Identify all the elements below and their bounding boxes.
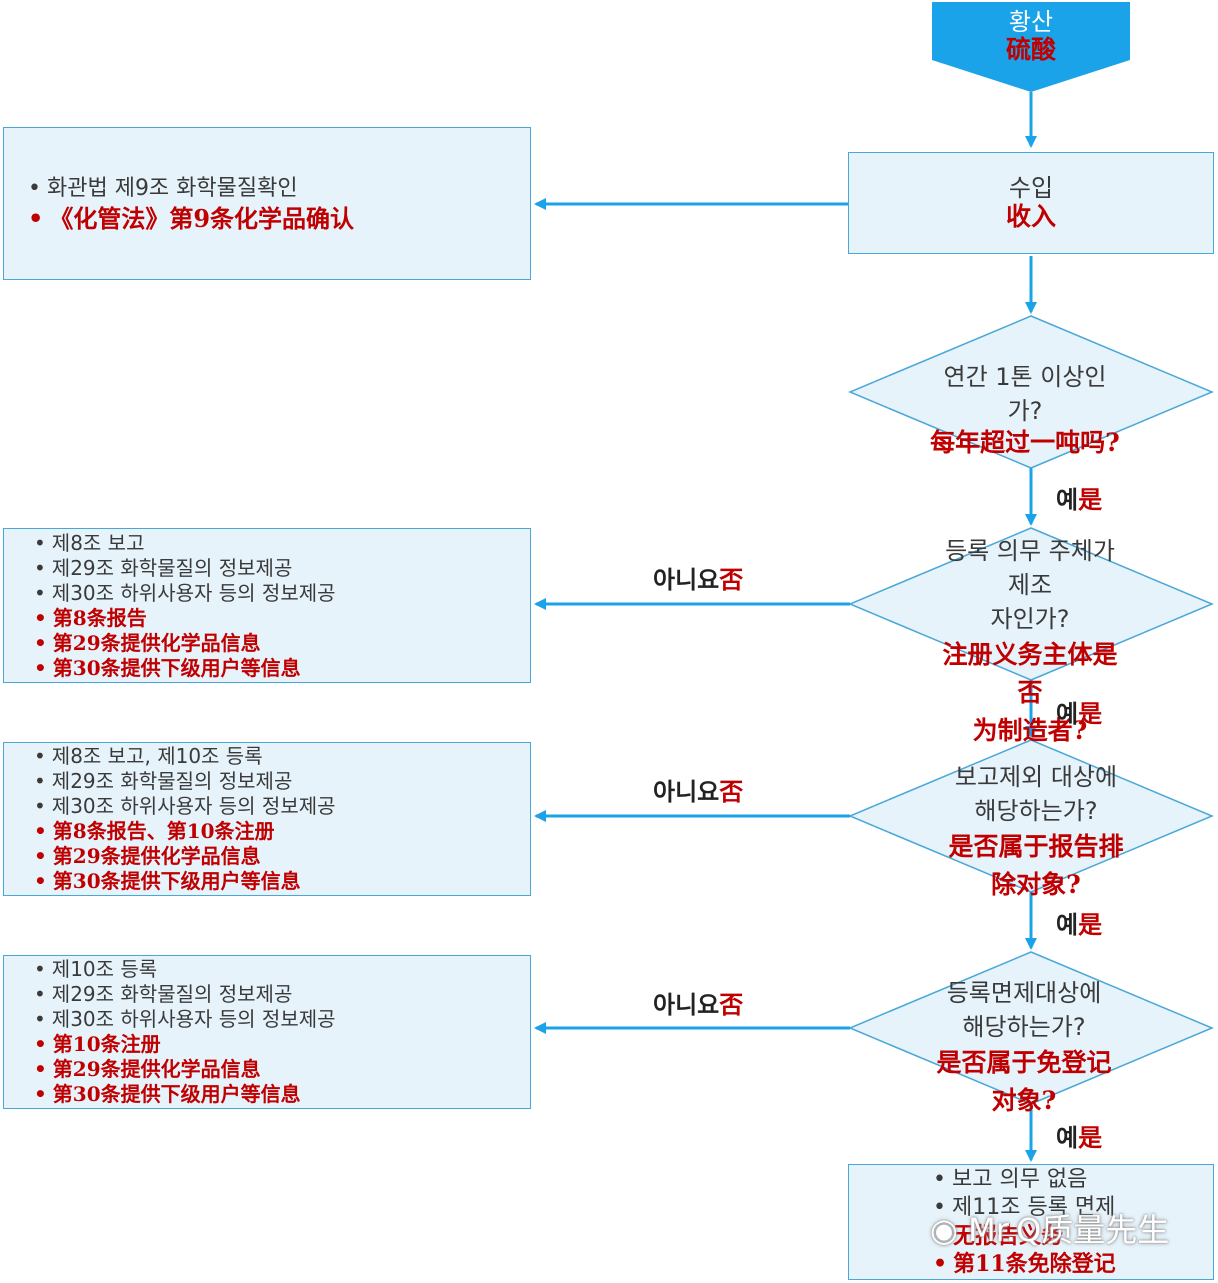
no-box-2-item: •第8条报告、第10条注册 [34, 819, 275, 843]
no-box-3-item: •제10조 등록 [34, 957, 158, 981]
import-zh: 收入 [1005, 202, 1056, 231]
yes-label-3: 예是 [1056, 910, 1103, 939]
final-item: •第11条免除登记 [933, 1251, 1116, 1277]
no-box-2-item: •第30条提供下级用户等信息 [34, 869, 301, 893]
no-box-1-item: •제29조 화학물질의 정보제공 [34, 555, 293, 580]
final-item: •제11조 등록 면제 [933, 1195, 1116, 1220]
import-box: 수입 收入 [848, 152, 1214, 254]
watermark: ◉ Mr.Q质量先生 [930, 1211, 1170, 1249]
start-ko: 황산 [1008, 8, 1054, 36]
no-box-2-item: •第29条提供化学品信息 [34, 844, 261, 868]
final-item: •보고 의무 없음 [933, 1167, 1088, 1192]
no-box-1-item: •第29条提供化学品信息 [34, 630, 261, 655]
chemical-confirmation-box: •화관법 제9조 화학물질확인 •《化管法》第9条化学品确认 [3, 127, 531, 280]
import-ko: 수입 [1008, 174, 1054, 202]
decision-2-ko-line1: 등록 의무 주체가제조 [945, 537, 1115, 599]
final-item: •无报告义务 [933, 1223, 1064, 1249]
no-box-1-item: •第8条报告 [34, 605, 147, 630]
no-box-3-item: •제29조 화학물질의 정보제공 [34, 982, 293, 1006]
decision-2-text: 등록 의무 주체가제조 자인가? 注册义务主体是否 为制造者? [936, 534, 1124, 750]
start-zh: 硫酸 [1005, 35, 1057, 64]
yes-label-4: 예是 [1056, 1123, 1103, 1152]
no-box-2-item: •제30조 하위사용자 등의 정보제공 [34, 794, 336, 818]
decision-4-text: 등록면제대상에 해당하는가? 是否属于免登记对象? [927, 976, 1121, 1120]
decision-2-zh-line2: 为制造者? [972, 716, 1088, 745]
no-box-1-item: •第30条提供下级用户等信息 [34, 655, 301, 680]
start-node: 황산 硫酸 [1006, 8, 1056, 64]
no-box-2-item: •제29조 화학물질의 정보제공 [34, 769, 293, 793]
no-box-1-item: •제8조 보고 [34, 530, 145, 555]
no-box-3-item: •第10条注册 [34, 1032, 161, 1056]
decision-3-text: 보고제외 대상에 해당하는가? 是否属于报告排除对象? [945, 760, 1127, 904]
no-box-3: •제10조 등록 •제29조 화학물질의 정보제공 •제30조 하위사용자 등의… [3, 955, 531, 1109]
decision-1-ko: 연간 1톤 이상인가? [943, 363, 1107, 425]
yes-label-2: 예是 [1056, 699, 1103, 728]
decision-4-zh: 是否属于免登记对象? [936, 1048, 1112, 1115]
decision-2-ko-line2: 자인가? [990, 605, 1070, 633]
no-box-2: •제8조 보고, 제10조 등록 •제29조 화학물질의 정보제공 •제30조 … [3, 742, 531, 896]
decision-4-ko-line1: 등록면제대상에 [946, 979, 1102, 1007]
no-box-1: •제8조 보고 •제29조 화학물질의 정보제공 •제30조 하위사용자 등의 … [3, 528, 531, 683]
decision-3-ko-line2: 해당하는가? [974, 797, 1098, 825]
no-label-2: 아니요否 [653, 777, 744, 806]
decision-2-zh-line1: 注册义务主体是否 [942, 640, 1118, 707]
final-box: •보고 의무 없음 •제11조 등록 면제 •无报告义务 •第11条免除登记 [848, 1164, 1214, 1280]
decision-3-ko-line1: 보고제외 대상에 [954, 763, 1118, 791]
confirm-item-ko: •화관법 제9조 화학물질확인 [28, 175, 298, 201]
decision-1-text: 연간 1톤 이상인가? 每年超过一吨吗? [929, 360, 1122, 458]
decision-4-ko-line2: 해당하는가? [962, 1013, 1086, 1041]
no-box-1-item: •제30조 하위사용자 등의 정보제공 [34, 580, 336, 605]
decision-1-zh: 每年超过一吨吗? [930, 428, 1120, 457]
yes-label-1: 예是 [1056, 485, 1103, 514]
decision-3-zh: 是否属于报告排除对象? [948, 832, 1124, 899]
no-box-3-item: •제30조 하위사용자 등의 정보제공 [34, 1007, 336, 1031]
confirm-item-zh: •《化管法》第9条化学品确认 [28, 203, 355, 233]
start-shape [932, 2, 1130, 92]
wechat-icon: ◉ [930, 1211, 958, 1249]
no-box-3-item: •第29条提供化学品信息 [34, 1057, 261, 1081]
no-box-2-item: •제8조 보고, 제10조 등록 [34, 744, 263, 768]
no-label-3: 아니요否 [653, 990, 744, 1019]
no-box-3-item: •第30条提供下级用户等信息 [34, 1082, 301, 1106]
no-label-1: 아니요否 [653, 565, 744, 594]
